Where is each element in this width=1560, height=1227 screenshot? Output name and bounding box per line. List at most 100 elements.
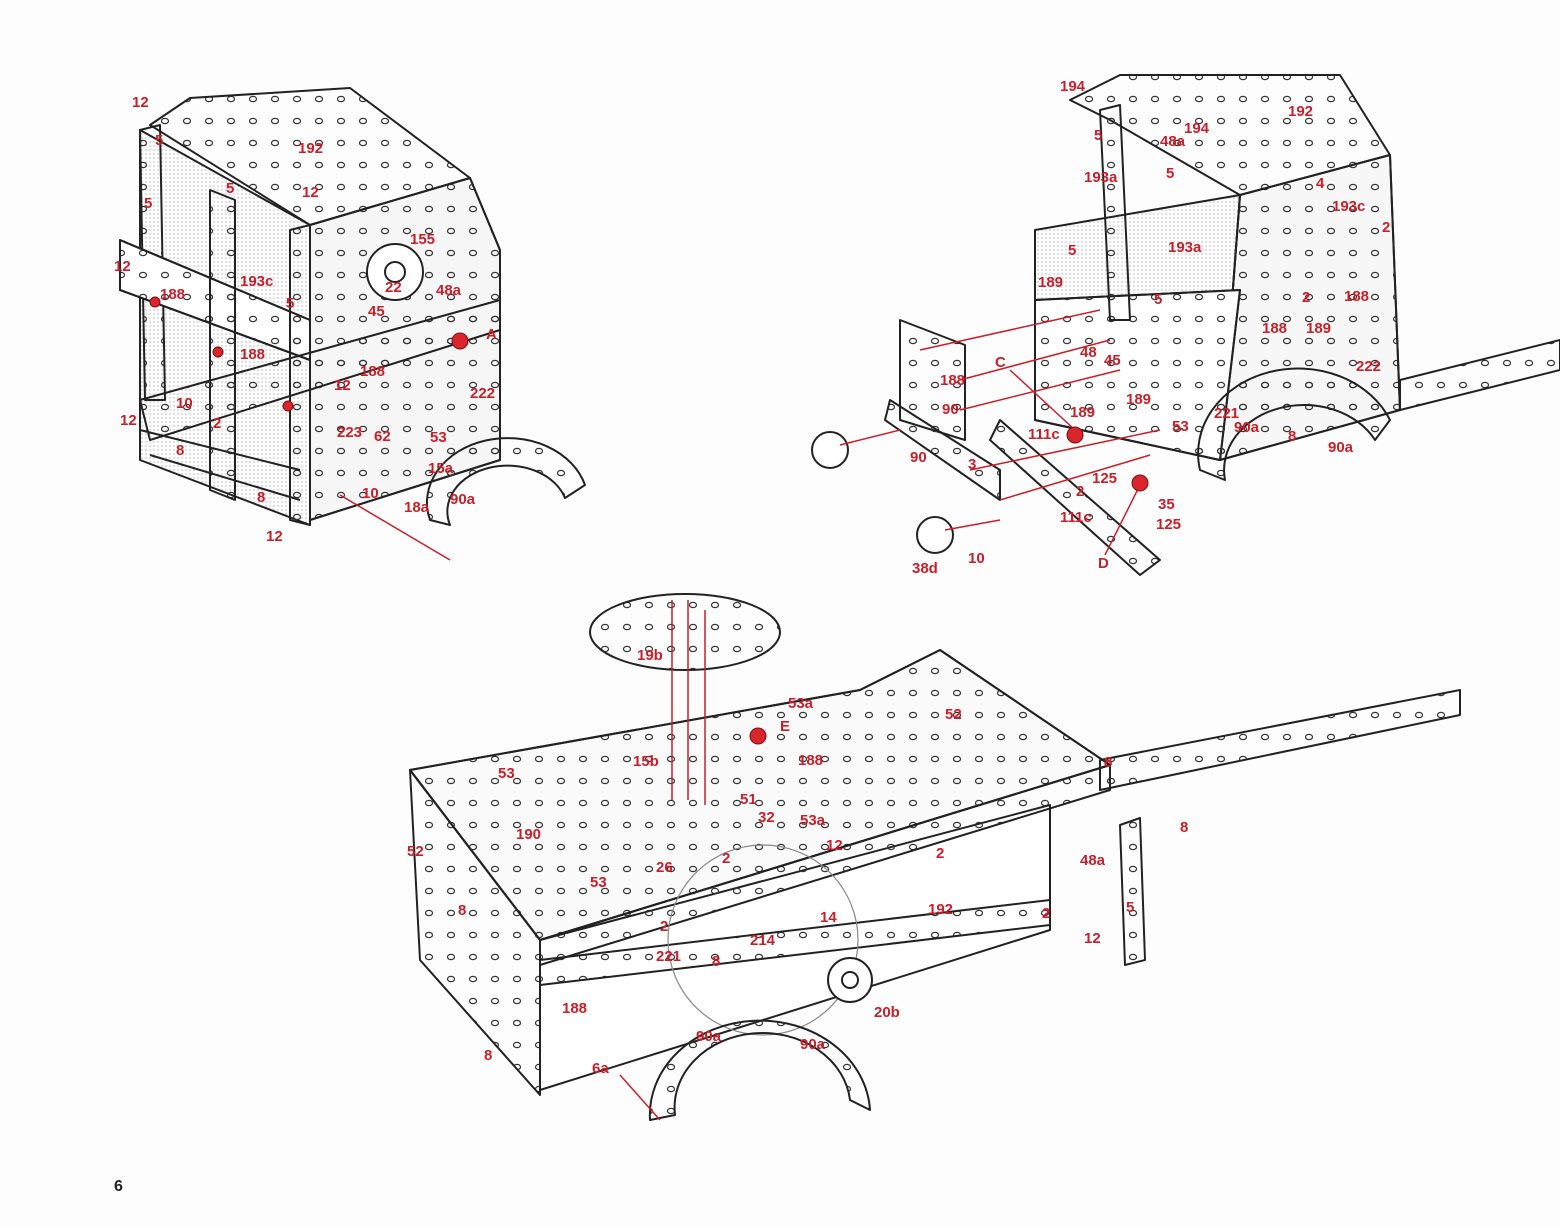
page-number: 6 [114,1178,123,1195]
part-label: 12 [334,377,351,394]
part-label: 90a [1328,439,1354,456]
part-label: 90a [800,1036,826,1053]
part-label: 22 [385,279,402,296]
part-label: 62 [374,428,391,445]
part-label: 188 [1344,288,1370,305]
part-label: 193c [240,273,274,290]
part-label: 90a [450,491,476,508]
part-label: 155 [410,231,436,248]
part-label: 5 [1126,899,1135,916]
part-label: 90 [910,449,927,466]
part-label: 221 [656,948,682,965]
part-label: 45 [368,303,385,320]
part-label: 32 [758,809,775,826]
part-label: 221 [1214,405,1240,422]
part-label: 53 [590,874,607,891]
part-label: 193a [1084,169,1118,186]
highlighted-nuts [149,296,1149,745]
part-label: 12 [302,184,319,201]
part-label: 15a [428,460,454,477]
cab-front-view [119,87,586,526]
part-label: 5 [1094,127,1103,144]
part-label: 2 [1042,905,1051,922]
part-label: 45 [1104,352,1121,369]
part-label: 4 [1316,175,1325,192]
part-label: 10 [968,550,985,567]
part-label: 190 [516,826,542,843]
part-label: 90a [696,1028,722,1045]
part-label: 12 [114,258,131,275]
part-label: 189 [1070,404,1096,421]
part-label: 10 [362,485,379,502]
part-label: 53 [498,765,515,782]
part-label: 2 [1302,289,1311,306]
part-label: 2 [722,850,731,867]
part-label: 53 [1172,418,1189,435]
part-label: 188 [240,346,266,363]
part-label: 188 [360,363,386,380]
part-label: 8 [176,442,185,459]
part-label: 2 [660,918,669,935]
part-label: 48 [1080,344,1097,361]
part-label: 10 [176,395,193,412]
part-label: 192 [298,140,324,157]
cab-exploded-view [811,74,1560,576]
part-label: 35 [1158,496,1175,513]
part-label: 12 [826,837,843,854]
part-label: E [780,718,791,735]
part-label: 12 [1084,930,1101,947]
part-label: C [995,354,1006,371]
part-label: 125 [1156,516,1182,533]
part-label: 5 [226,180,235,197]
part-label: 214 [750,932,776,949]
part-label: 189 [1126,391,1152,408]
part-label: 2 [213,415,222,432]
part-label: 38d [912,560,938,577]
part-label: 5 [144,195,153,212]
part-label: 51 [740,791,757,808]
part-label: 188 [1262,320,1288,337]
part-label: 48a [436,282,462,299]
part-label: 8 [1104,754,1113,771]
part-label: 18a [404,499,430,516]
leader-lines [339,309,1161,1121]
part-label: 193a [1168,239,1202,256]
part-label: 15b [633,753,659,770]
part-label: 90 [942,401,959,418]
part-label: 5 [1154,291,1163,308]
part-label: 194 [1060,78,1086,95]
part-label: 52 [945,706,962,723]
part-label: 12 [266,528,283,545]
part-label: 6a [592,1060,609,1077]
part-label: 19b [637,647,663,664]
part-label: 3 [968,456,977,473]
part-label: 8 [1180,819,1189,836]
part-label: 26 [656,859,673,876]
part-label: 8 [458,902,467,919]
part-label: 48a [1160,133,1186,150]
part-label: 192 [1288,103,1314,120]
part-label: 222 [1356,358,1382,375]
part-label: 53 [430,429,447,446]
part-label: 111c [1028,426,1060,443]
part-label: 20b [874,1004,900,1021]
part-label: 14 [820,909,837,926]
part-label: 53a [800,812,826,829]
part-label: 223 [337,424,363,441]
part-label: 125 [1092,470,1118,487]
part-label: 5 [286,295,295,312]
part-label: 48a [1080,852,1106,869]
part-label: 8 [712,953,721,970]
part-label: 52 [407,843,424,860]
part-label: 222 [470,385,496,402]
part-label: 8 [1288,428,1297,445]
part-label: 90a [1234,419,1260,436]
part-label: 12 [120,412,137,429]
part-label: 188 [562,1000,588,1017]
part-label: D [1098,555,1109,572]
part-label: A [486,326,497,343]
part-label: 193c [1332,198,1366,215]
part-label: 189 [1306,320,1332,337]
part-label: 2 [1382,219,1391,236]
